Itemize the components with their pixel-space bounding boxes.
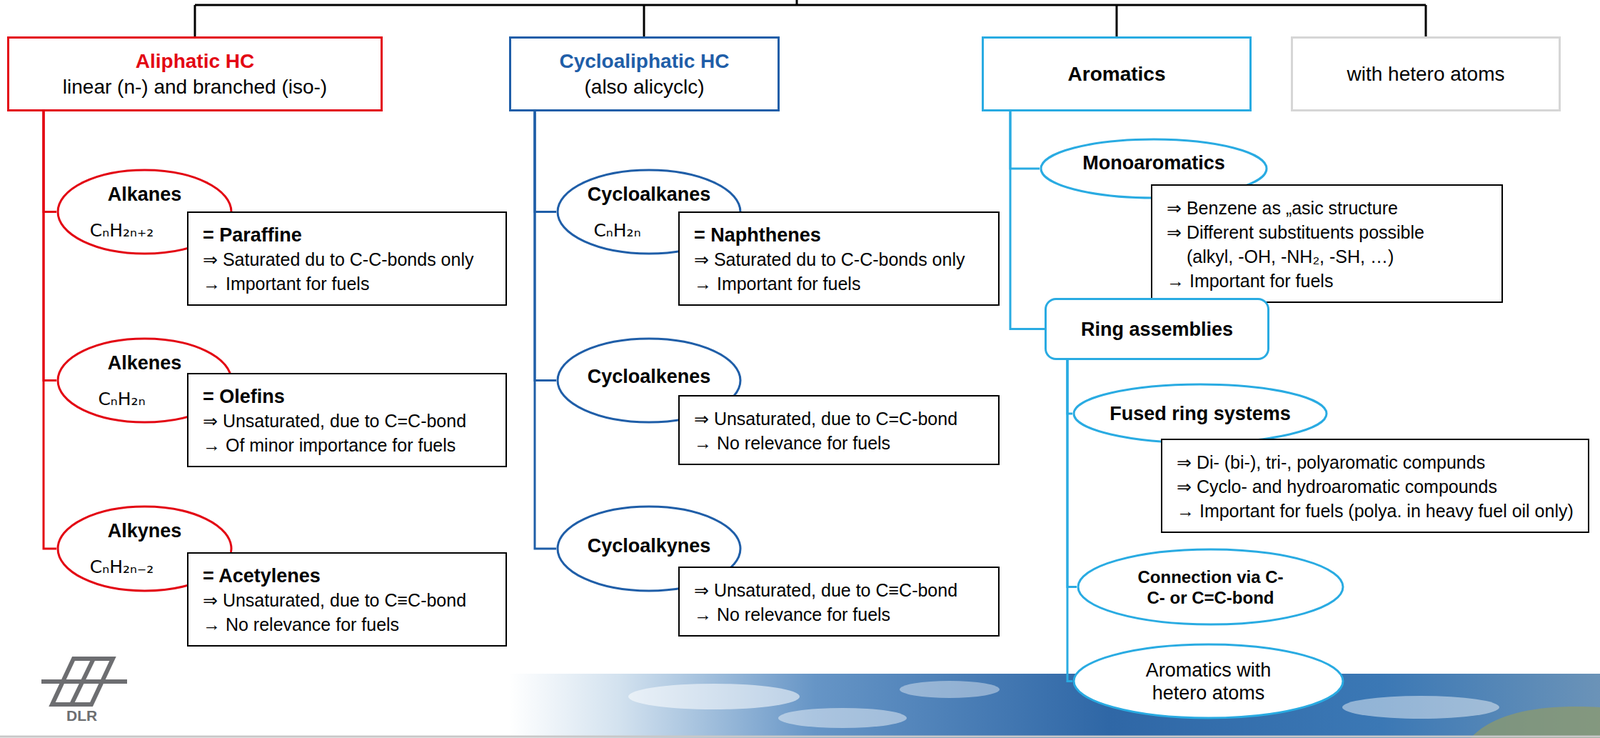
description-box: ⇒ Unsaturated, due to C≡C-bond→ No relev… <box>678 566 1000 637</box>
tree-bracket <box>194 0 1426 37</box>
ellipse-title: Cycloalkynes <box>587 534 712 557</box>
category-box: Cycloaliphatic HC(also alicyclc) <box>509 36 780 112</box>
cloud <box>778 707 907 728</box>
box-bullet: ⇒ Saturated du to C-C-bonds only <box>693 247 984 272</box>
description-box: = Acetylenes⇒ Unsaturated, due to C≡C-bo… <box>187 551 507 647</box>
tree-connector <box>43 111 57 549</box>
description-box: = Paraffine⇒ Saturated du to C-C-bonds o… <box>187 211 507 306</box>
category-title: Cycloaliphatic HC <box>559 48 729 75</box>
tree-connector <box>43 111 57 213</box>
cloud <box>628 683 800 709</box>
category-ellipse: Connection via C-C- or C=C-bond <box>1076 547 1345 626</box>
tree-connector <box>534 111 557 381</box>
ellipse-title: Cycloalkenes <box>587 364 712 388</box>
box-bullet: → No relevance for fuels <box>693 601 984 627</box>
description-box: ⇒ Unsaturated, due to C=C-bond→ No relev… <box>678 394 1000 465</box>
ellipse-title: Cycloalkanes <box>587 182 712 206</box>
box-bullet: ⇒ Unsaturated, due to C=C-bond <box>693 406 984 431</box>
category-box: with hetero atoms <box>1290 36 1561 112</box>
box-heading: = Acetylenes <box>202 563 492 588</box>
category-subtitle: linear (n-) and branched (iso-) <box>62 74 327 100</box>
description-box: ⇒ Di- (bi-), tri-, polyaromatic compunds… <box>1160 438 1590 533</box>
description-box: = Olefins⇒ Unsaturated, due to C=C-bond→… <box>187 372 507 467</box>
land <box>1470 706 1600 738</box>
tree-connector <box>1067 359 1077 587</box>
ellipse-title: Connection via C-C- or C=C-bond <box>1133 566 1288 608</box>
dlr-logo <box>41 658 128 704</box>
box-bullet: → No relevance for fuels <box>693 430 984 455</box>
box-bullet: → No relevance for fuels <box>202 611 492 637</box>
tree-connector <box>1067 359 1073 682</box>
ellipse-shape <box>1073 384 1327 443</box>
box-bullet: → Important for fuels <box>1166 268 1466 293</box>
ellipse-title: Alkenes <box>107 351 183 375</box>
category-title: Aromatics <box>1068 61 1166 88</box>
logo-label: DLR <box>66 706 98 724</box>
tree-connector <box>43 111 57 381</box>
box-bullet: ⇒ Different substituents possible (alkyl… <box>1166 219 1466 269</box>
box-bullet: ⇒ Benzene as „asic structure <box>1166 195 1466 220</box>
cloud <box>1342 695 1500 719</box>
category-box: Aliphatic HClinear (n-) and branched (is… <box>7 36 383 112</box>
category-ellipse: Aromatics with hetero atoms <box>1072 642 1345 719</box>
ellipse-shape <box>1073 643 1343 718</box>
tree-connector <box>1010 111 1040 169</box>
box-heading: = Naphthenes <box>693 222 984 248</box>
ellipse-shape <box>1078 549 1343 625</box>
ellipse-title: Fused ring systems <box>1109 401 1291 425</box>
ellipse-title: Alkynes <box>107 519 183 542</box>
ellipse-outline <box>1072 642 1345 719</box>
category-title: Aliphatic HC <box>135 48 255 75</box>
ellipse-title: Alkanes <box>107 182 183 206</box>
category-subtitle: (also alicyclc) <box>584 74 704 100</box>
tree-connector <box>1010 111 1045 330</box>
category-title: with hetero atoms <box>1347 61 1506 88</box>
box-heading: = Olefins <box>202 384 492 409</box>
box-bullet: ⇒ Saturated du to C-C-bonds only <box>202 247 492 272</box>
description-box: ⇒ Benzene as „asic structure⇒ Different … <box>1150 184 1503 303</box>
box-bullet: ⇒ Unsaturated, due to C≡C-bond <box>202 587 492 612</box>
tree-connector <box>534 111 557 549</box>
category-box: Aromatics <box>981 36 1252 112</box>
box-bullet: → Important for fuels <box>693 271 984 296</box>
box-bullet: ⇒ Cyclo- and hydroaromatic compounds <box>1176 474 1574 499</box>
earth-band <box>509 673 1600 738</box>
box-heading: = Paraffine <box>202 222 492 248</box>
footer-line <box>0 735 1600 738</box>
cloud <box>899 680 1000 698</box>
box-bullet: ⇒ Unsaturated, due to C≡C-bond <box>693 577 984 602</box>
box-bullet: → Important for fuels (polya. in heavy f… <box>1176 498 1574 523</box>
ellipse-title: Monoaromatics <box>1082 151 1226 175</box>
group-box: Ring assemblies <box>1044 297 1270 360</box>
box-bullet: → Important for fuels <box>202 271 492 296</box>
box-bullet: → Of minor importance for fuels <box>202 432 492 457</box>
ellipse-title: Aromatics with hetero atoms <box>1130 658 1288 704</box>
box-bullet: ⇒ Di- (bi-), tri-, polyaromatic compunds <box>1176 449 1574 475</box>
description-box: = Naphthenes⇒ Saturated du to C-C-bonds … <box>678 211 1000 306</box>
logo-shape <box>71 658 94 704</box>
group-title: Ring assemblies <box>1080 317 1234 341</box>
tree-connector <box>534 111 557 213</box>
ellipse-outline <box>1076 547 1345 626</box>
category-ellipse: Fused ring systems <box>1072 382 1328 445</box>
box-bullet: ⇒ Unsaturated, due to C=C-bond <box>202 408 492 433</box>
